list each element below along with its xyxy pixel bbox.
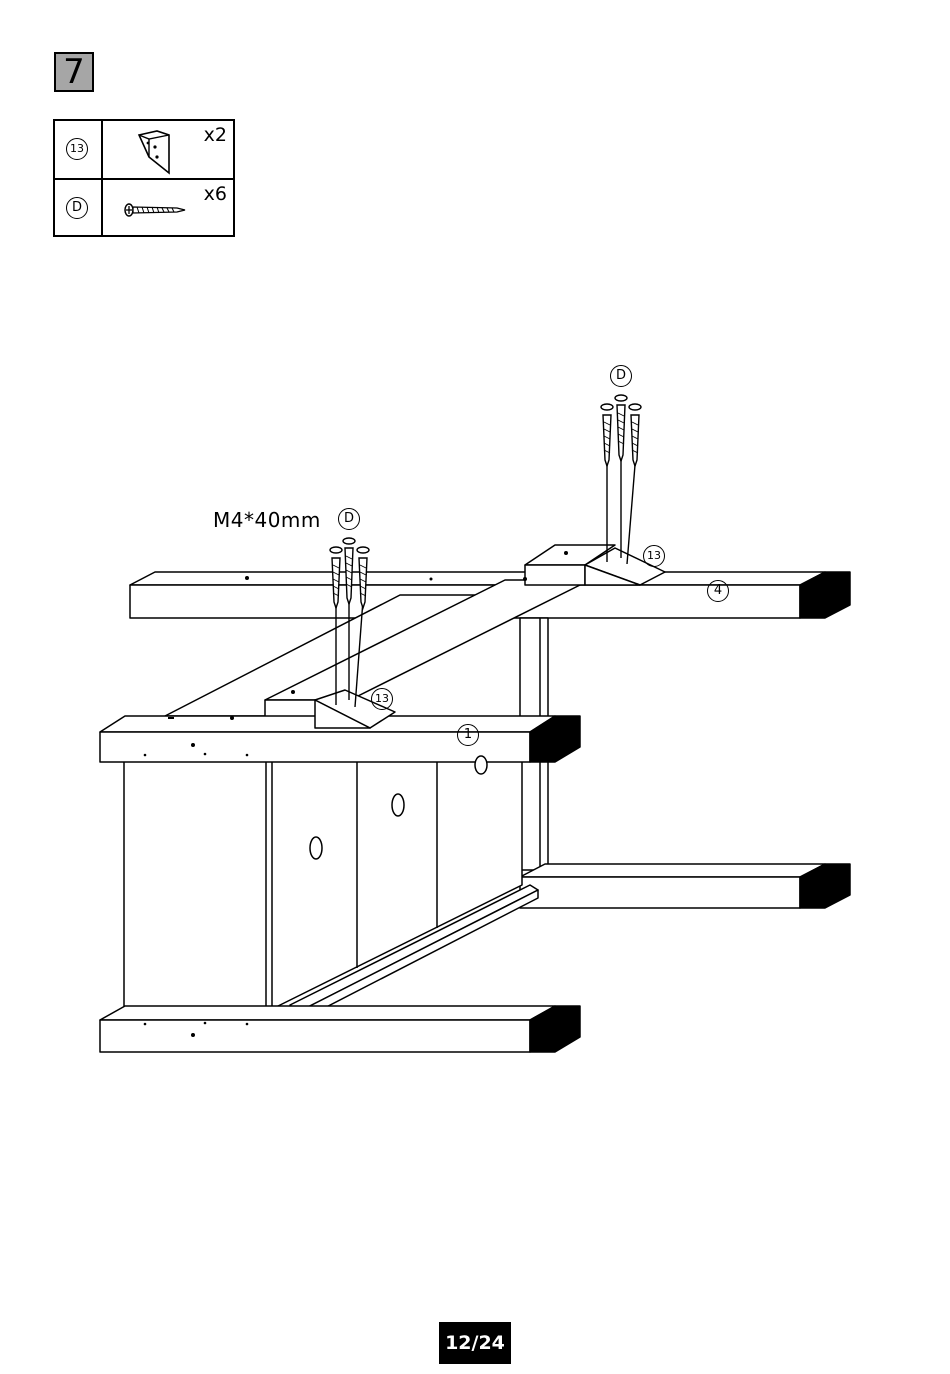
callout-rail-back: 4 [707, 580, 729, 602]
screw-spec-label: M4*40mm [213, 508, 321, 532]
callout-screw-d-left: D [338, 508, 360, 530]
callout-bracket-right: 13 [643, 545, 665, 567]
page-number: 12/24 [439, 1322, 511, 1364]
callout-bracket-left: 13 [371, 688, 393, 710]
callout-screw-d-right: D [610, 365, 632, 387]
callout-rail-front: 1 [457, 724, 479, 746]
